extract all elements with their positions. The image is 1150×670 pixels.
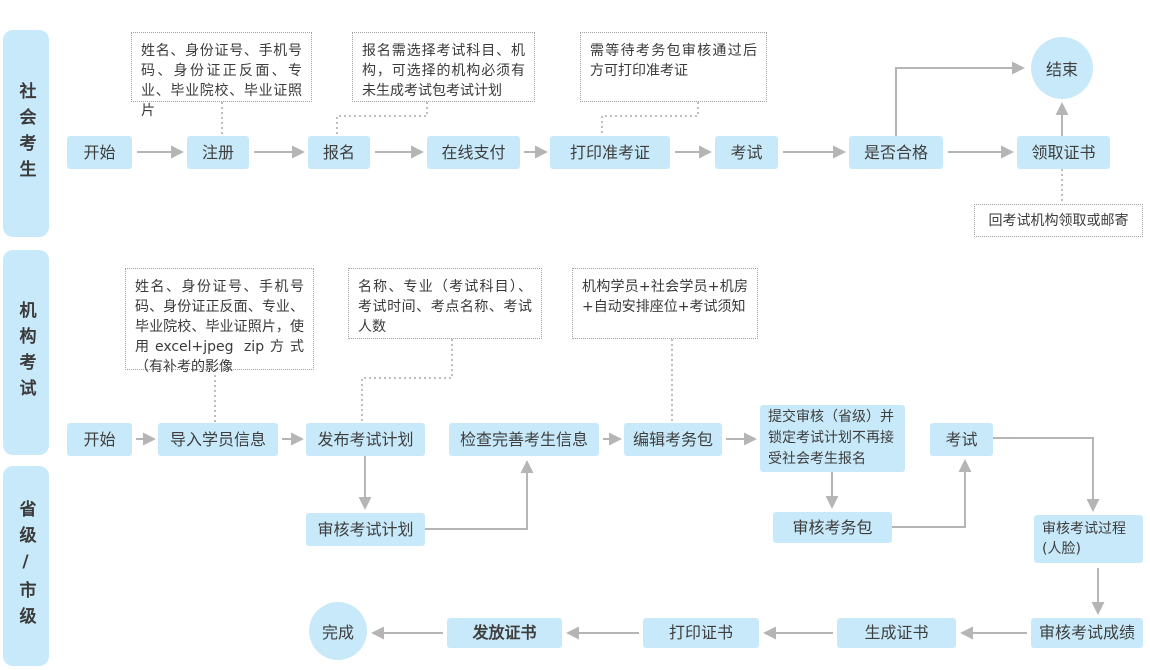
lane-institution-label: 机构考试	[15, 300, 36, 405]
node-end-circle: 结束	[1031, 37, 1093, 99]
node-enroll: 报名	[308, 136, 370, 169]
node-review-exam-package: 审核考务包	[773, 512, 892, 543]
node-done-circle: 完成	[309, 602, 367, 660]
node-review-exam-process: 审核考试过程(人脸)	[1034, 515, 1143, 563]
node-import-students: 导入学员信息	[158, 423, 278, 456]
node-register: 注册	[187, 136, 249, 169]
note-enroll-requirement: 报名需选择考试科目、机构，可选择的机构必须有未生成考试包考试计划	[352, 32, 535, 102]
node-exam-institution: 考试	[930, 423, 993, 456]
lane-social-label: 社会考生	[15, 81, 36, 186]
note-plan-info: 名称、专业（考试科目）、考试时间、考点名称、考试人数	[348, 268, 542, 339]
lane-social-candidates: 社会考生	[3, 30, 49, 237]
note-package-info: 机构学员+社会学员+机房+自动安排座位+考试须知	[572, 268, 758, 339]
dotted-annotation-links	[214, 102, 1063, 422]
node-receive-certificate: 领取证书	[1017, 136, 1110, 169]
note-certificate-pickup: 回考试机构领取或邮寄	[974, 204, 1143, 237]
node-online-payment: 在线支付	[427, 136, 520, 169]
note-print-wait: 需等待考务包审核通过后方可打印准考证	[580, 32, 767, 102]
node-review-exam-score: 审核考试成绩	[1031, 618, 1143, 648]
node-issue-certificate: 发放证书	[447, 618, 562, 648]
node-edit-exam-package: 编辑考务包	[624, 423, 722, 456]
note-register-info: 姓名、身份证号、手机号码、身份证正反面、专业、毕业院校、毕业证照片	[131, 32, 312, 119]
lane-provincial-label: 省级/市级	[15, 499, 36, 633]
node-submit-review-lock: 提交审核（省级）并锁定考试计划不再接受社会考生报名	[760, 405, 905, 472]
node-exam-social: 考试	[715, 136, 778, 169]
node-print-admission-ticket: 打印准考证	[550, 136, 670, 169]
node-start-social: 开始	[67, 136, 132, 169]
solid-arrows	[136, 61, 1105, 640]
node-start-institution: 开始	[67, 423, 132, 456]
node-pass-check: 是否合格	[849, 136, 943, 169]
node-check-candidate-info: 检查完善考生信息	[449, 423, 599, 456]
lane-institution-exam: 机构考试	[3, 250, 49, 455]
lane-provincial-municipal: 省级/市级	[3, 466, 49, 666]
node-print-certificate: 打印证书	[643, 618, 759, 648]
node-generate-certificate: 生成证书	[837, 618, 956, 648]
note-import-info: 姓名、身份证号、手机号码、身份证正反面、专业、毕业院校、毕业证照片，使用exce…	[125, 268, 314, 375]
node-publish-exam-plan: 发布考试计划	[306, 423, 425, 456]
node-review-exam-plan: 审核考试计划	[306, 513, 425, 546]
